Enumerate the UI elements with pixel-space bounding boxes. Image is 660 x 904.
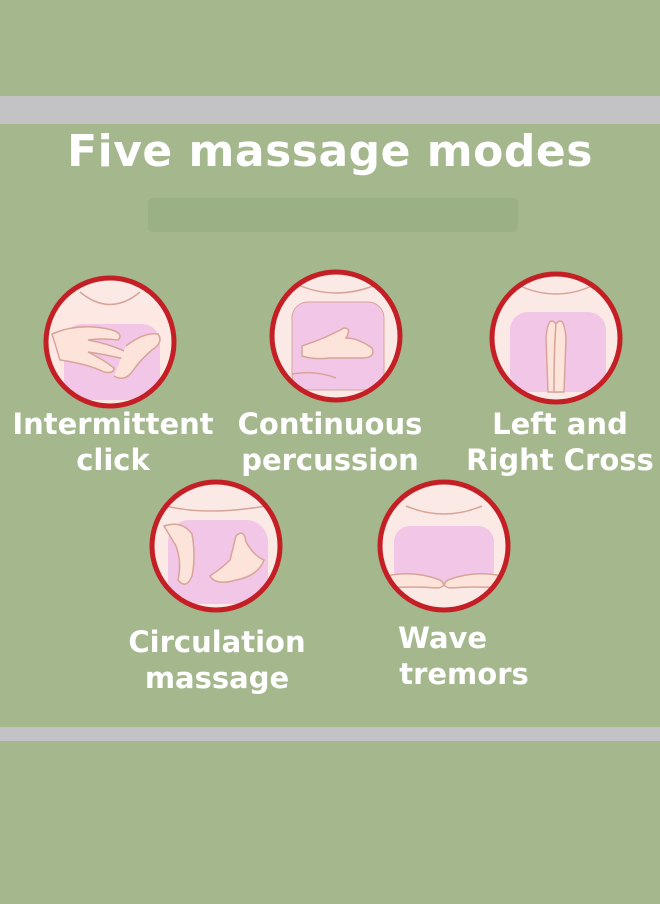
mode-label-left-right-cross: Left and Right Cross [466, 407, 654, 477]
continuous-percussion-icon [269, 269, 403, 403]
left-right-cross-icon [489, 271, 623, 405]
mode-label-circulation-massage: Circulation massage [128, 625, 306, 695]
bottom-gray-band [0, 727, 660, 741]
page-title: Five massage modes [67, 126, 593, 177]
mode-intermittent-click [40, 272, 180, 412]
top-gray-band [0, 96, 660, 124]
mode-label-wave-tremors: Wave tremors [398, 621, 529, 691]
circulation-massage-icon [149, 479, 283, 613]
intermittent-click-icon [43, 275, 177, 409]
faded-subtitle-block [148, 198, 518, 232]
mode-label-continuous-percussion: Continuous percussion [237, 407, 423, 477]
mode-wave-tremors [374, 476, 514, 616]
mode-label-intermittent-click: Intermittent click [12, 407, 214, 477]
mode-circulation-massage [146, 476, 286, 616]
wave-tremors-icon [377, 479, 511, 613]
mode-left-right-cross [486, 268, 626, 408]
mode-continuous-percussion [266, 266, 406, 406]
